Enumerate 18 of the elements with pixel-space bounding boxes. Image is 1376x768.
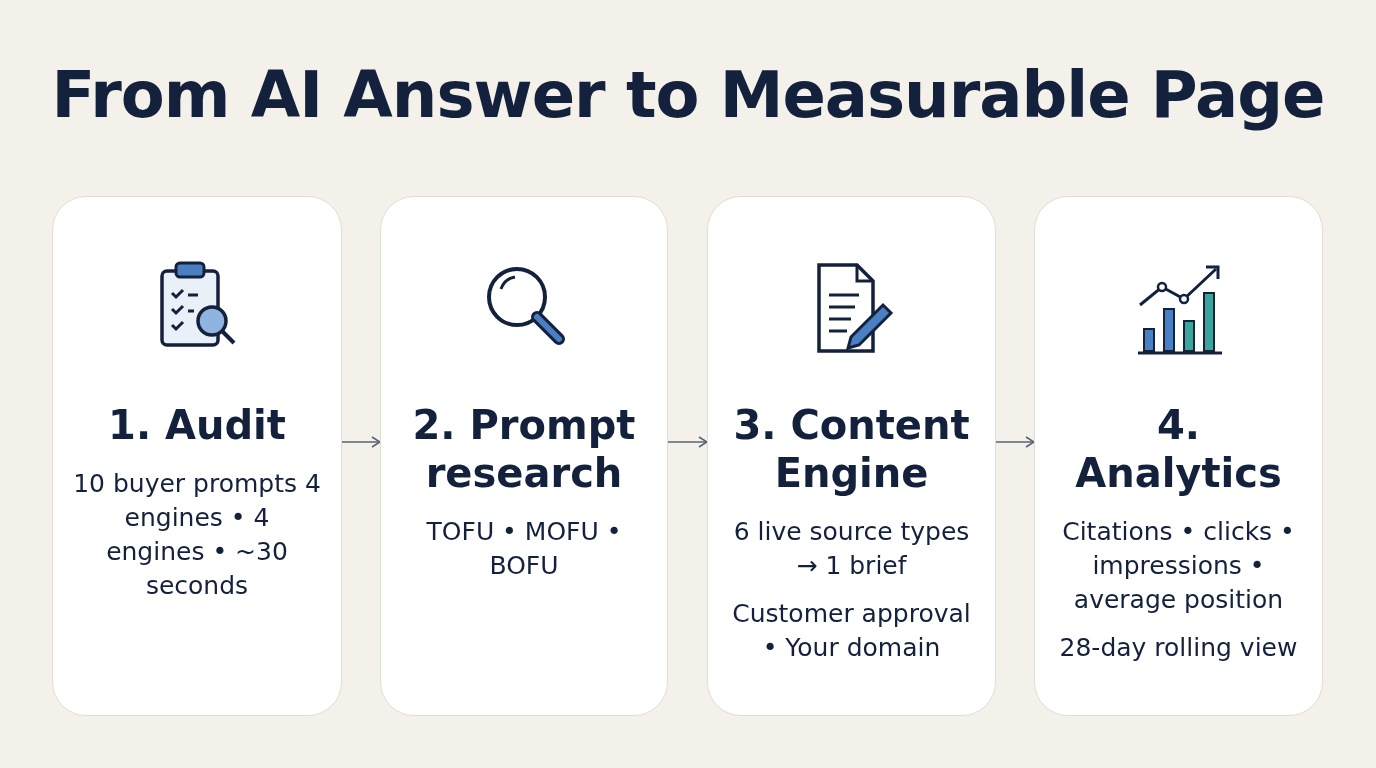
step-description: 10 buyer prompts 4 engines • 4 engines • ~30 seconds <box>72 468 322 602</box>
arrow <box>667 436 708 448</box>
step-card <box>52 196 342 716</box>
arrow <box>995 436 1035 448</box>
step-description: 6 live source types → 1 brief <box>732 516 971 582</box>
step-description: TOFU • MOFU • BOFU <box>425 516 623 582</box>
step-card <box>1034 196 1323 716</box>
step-card <box>380 196 668 716</box>
arrow <box>341 436 381 448</box>
step-heading: 2. Prompt research <box>411 401 637 497</box>
step-description: 28-day rolling view <box>1058 632 1299 664</box>
step-description: Customer approval • Your domain <box>731 598 972 664</box>
step-description: Citations • clicks • impressions • average position <box>1061 516 1296 616</box>
step-heading: 1. Audit <box>107 401 287 449</box>
step-heading: 4. Analytics <box>1074 401 1283 497</box>
step-heading: 3. Content Engine <box>732 401 971 497</box>
title: From AI Answer to Measurable Page <box>50 58 1326 132</box>
step-card <box>707 196 996 716</box>
